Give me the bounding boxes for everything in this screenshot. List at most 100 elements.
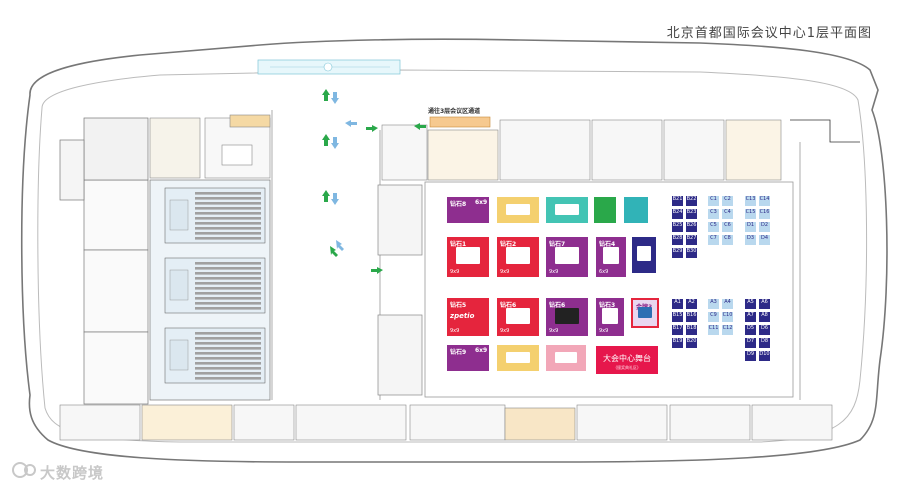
small-booth-b24[interactable]: B24 [671,208,684,220]
booth-logo [456,247,480,265]
booth-name: 钻石9 [450,349,467,356]
seat-row [195,297,261,300]
small-booth-a2[interactable]: A2 [685,298,698,310]
booth-generic-b[interactable] [546,197,588,223]
small-booth-a8[interactable]: A8 [758,311,771,323]
stairs-note: 通往3层会议区通道 [428,108,481,115]
booth-logo [555,307,579,324]
booth-generic-c[interactable] [594,197,616,223]
small-booth-b23[interactable]: B23 [685,208,698,220]
small-booth-a6[interactable]: A6 [758,298,771,310]
small-booth-d2[interactable]: D2 [758,221,771,233]
small-booth-c13[interactable]: C13 [744,195,757,207]
small-booth-c15[interactable]: C15 [744,208,757,220]
booth-size: 6x9 [475,347,488,354]
booth-generic-a[interactable] [497,197,539,223]
bottom-facilities [59,404,833,441]
seat-row [195,237,261,240]
small-booth-b16[interactable]: B16 [685,311,698,323]
small-booth-c6[interactable]: C6 [721,221,734,233]
small-booth-c10[interactable]: C10 [721,311,734,323]
small-booth-d3[interactable]: D3 [744,234,757,246]
booth-size: 9x9 [599,328,609,334]
small-booth-d6[interactable]: D6 [758,324,771,336]
small-booth-d5[interactable]: D5 [744,324,757,336]
small-booth-c8[interactable]: C8 [721,234,734,246]
small-booth-c1[interactable]: C1 [707,195,720,207]
booth-generic-e[interactable] [632,237,656,273]
main-stage[interactable]: 大会中心舞台 (颁奖典礼区) [596,346,658,374]
small-booth-a3[interactable]: A3 [707,298,720,310]
booth-size: 9x9 [450,328,460,334]
seat-row [195,227,261,230]
booth-name: 钻石6 [549,302,566,309]
small-booth-d9[interactable]: D9 [744,350,757,362]
booth-diamond-6-red[interactable]: 钻石6 9x9 [497,298,539,336]
booth-diamond-1[interactable]: 钻石1 9x9 [447,237,489,277]
seat-row [195,262,261,265]
small-booth-c5[interactable]: C5 [707,221,720,233]
small-booth-a5[interactable]: A5 [744,298,757,310]
booth-diamond-8[interactable]: 钻石8 6x9 [447,197,489,223]
stage-subtitle: (颁奖典礼区) [615,365,639,370]
entrance-canopy [257,59,401,75]
small-booth-d4[interactable]: D4 [758,234,771,246]
small-booth-b25[interactable]: B25 [671,221,684,233]
small-booth-d10[interactable]: D10 [758,350,771,362]
booth-logo [555,203,579,215]
seat-row [195,372,261,375]
map-title: 北京首都国际会议中心1层平面图 [666,26,872,41]
seat-row [195,307,261,310]
booth-diamond-5[interactable]: 钻石5 zpetio 9x9 [447,298,489,336]
small-booth-c7[interactable]: C7 [707,234,720,246]
booth-diamond-2[interactable]: 钻石2 9x9 [497,237,539,277]
small-booth-c4[interactable]: C4 [721,208,734,220]
small-booth-c3[interactable]: C3 [707,208,720,220]
small-booth-b27[interactable]: B27 [685,234,698,246]
small-booth-b18[interactable]: B18 [685,324,698,336]
small-booth-b20[interactable]: B20 [685,337,698,349]
booth-name: 钻石8 [450,201,467,208]
seat-row [195,192,261,195]
small-booth-b29[interactable]: B29 [671,247,684,259]
small-booth-c12[interactable]: C12 [721,324,734,336]
seat-row [195,347,261,350]
booth-diamond-3[interactable]: 钻石3 9x9 [596,298,624,336]
small-booth-d8[interactable]: D8 [758,337,771,349]
small-booth-b30[interactable]: B30 [685,247,698,259]
small-booth-b19[interactable]: B19 [671,337,684,349]
small-booth-c11[interactable]: C11 [707,324,720,336]
booth-name: 钻石6 [500,302,517,309]
small-booth-b26[interactable]: B26 [685,221,698,233]
small-booth-b21[interactable]: B21 [671,195,684,207]
small-booth-b17[interactable]: B17 [671,324,684,336]
booth-logo [637,246,651,262]
booth-diamond-4[interactable]: 钻石4 6x9 [596,237,626,277]
top-left-facilities [149,114,271,179]
small-booth-a7[interactable]: A7 [744,311,757,323]
booth-gold-3[interactable]: 金牌3 [631,298,659,328]
seat-row [195,287,261,290]
booth-generic-g[interactable] [546,345,586,371]
booth-diamond-6[interactable]: 钻石6 9x9 [546,298,588,336]
booth-generic-d[interactable] [624,197,648,223]
small-booth-d7[interactable]: D7 [744,337,757,349]
small-booth-b28[interactable]: B28 [671,234,684,246]
small-booth-a4[interactable]: A4 [721,298,734,310]
small-booth-c16[interactable]: C16 [758,208,771,220]
booth-generic-f[interactable] [497,345,539,371]
small-booth-a1[interactable]: A1 [671,298,684,310]
small-booth-b15[interactable]: B15 [671,311,684,323]
seat-row [195,207,261,210]
small-booth-c14[interactable]: C14 [758,195,771,207]
booth-diamond-9[interactable]: 钻石9 6x9 [447,345,489,371]
booth-size: 6x9 [475,199,488,206]
top-right-facilities [381,116,782,181]
small-booth-b22[interactable]: B22 [685,195,698,207]
small-booth-d1[interactable]: D1 [744,221,757,233]
small-booth-c2[interactable]: C2 [721,195,734,207]
watermark-icon [12,462,36,478]
booth-diamond-7[interactable]: 钻石7 9x9 [546,237,588,277]
small-booth-c9[interactable]: C9 [707,311,720,323]
right-rail [790,119,860,143]
